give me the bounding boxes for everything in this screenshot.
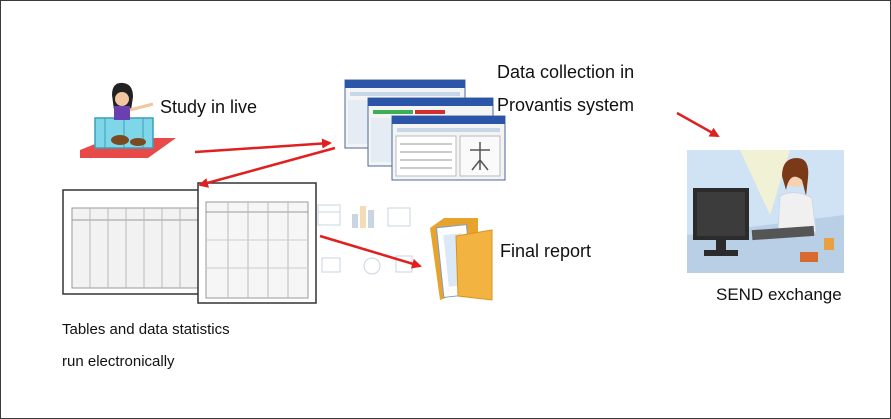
- data-tables-icon: [62, 182, 317, 304]
- arrow-tables-to-report: [319, 234, 422, 269]
- label-tables-line1: Tables and data statistics: [62, 321, 230, 338]
- label-study-in-live: Study in live: [160, 97, 258, 117]
- scientist-with-animal-cage-icon: [80, 82, 176, 158]
- arrow-data-to-tables: [198, 146, 336, 188]
- arrow-study-to-data: [194, 138, 332, 154]
- label-send-exchange: SEND exchange: [716, 285, 842, 304]
- arrow-to-send: [676, 111, 720, 138]
- label-tables-line2: run electronically: [62, 353, 175, 370]
- software-windows-icon: [344, 79, 506, 181]
- analytics-icons: [317, 204, 413, 275]
- flow-arrows: [194, 111, 720, 269]
- label-final-report: Final report: [500, 241, 592, 261]
- document-folder-icon: [430, 218, 493, 301]
- label-data-collection-line1: Data collection in: [497, 62, 635, 82]
- person-at-computer-icon: [687, 150, 844, 273]
- label-data-collection-line2: Provantis system: [497, 95, 635, 115]
